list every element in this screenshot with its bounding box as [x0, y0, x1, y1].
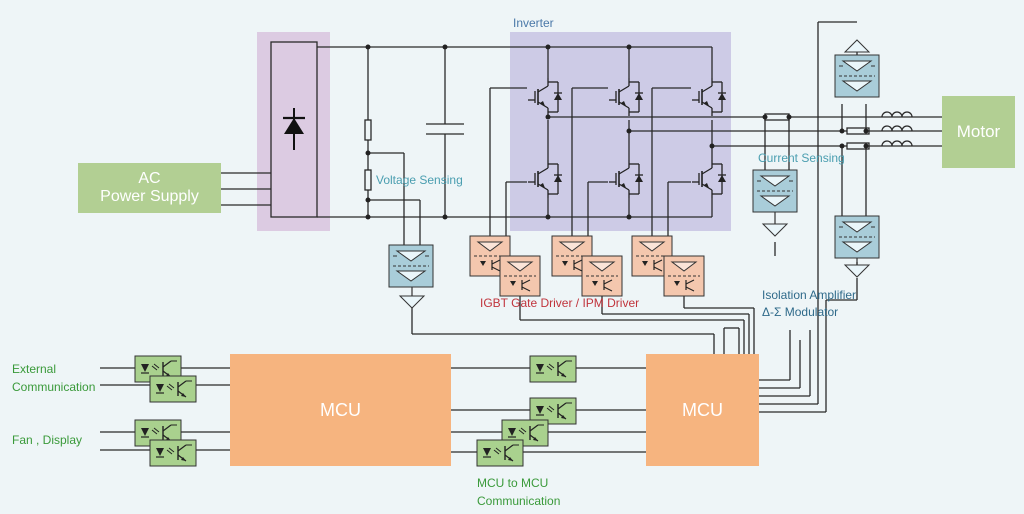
ac-power-supply-block: AC Power Supply — [78, 163, 221, 213]
current-sensing-label: Current Sensing — [758, 151, 845, 165]
inverter-label: Inverter — [513, 16, 554, 30]
junction-dots — [365, 44, 869, 220]
igbt-driver-label: IGBT Gate Driver / IPM Driver — [480, 296, 640, 310]
delta-sigma-label: Δ-Σ Modulator — [762, 305, 839, 319]
mcu-left-block: MCU — [230, 354, 451, 466]
mcu-comm-label-line1: MCU to MCU — [477, 476, 549, 490]
current-isolation-amp-icons — [752, 39, 880, 278]
wiring — [100, 21, 942, 453]
voltage-isolation-amp-icon — [388, 244, 434, 309]
mcu-right-label: MCU — [682, 399, 723, 420]
voltage-sensing-label: Voltage Sensing — [376, 173, 463, 187]
ac-supply-line2: Power Supply — [100, 188, 199, 205]
ac-supply-line1: AC — [138, 170, 161, 187]
fan-display-label: Fan , Display — [12, 433, 83, 447]
mcu-left-label: MCU — [320, 399, 361, 420]
isolation-amp-label: Isolation Amplifier — [762, 288, 857, 302]
external-label-line2: Communication — [12, 380, 96, 394]
mcu-right-block: MCU — [646, 354, 759, 466]
igbt-gate-driver-icons — [469, 235, 705, 297]
external-label-line1: External — [12, 362, 57, 376]
rectifier-diode-icon — [283, 108, 305, 150]
motor-block: Motor — [942, 96, 1015, 168]
motor-label: Motor — [956, 122, 1001, 141]
mcu-comm-label-line2: Communication — [477, 494, 561, 508]
